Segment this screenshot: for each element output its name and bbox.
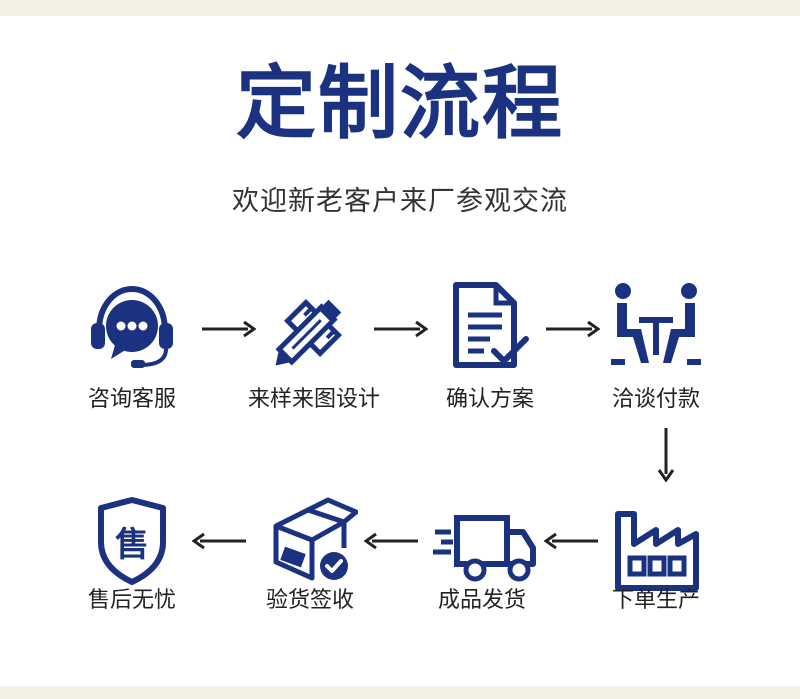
shield-char: 售 [115, 525, 149, 565]
negotiation-table-icon [611, 283, 701, 365]
package-check-icon [273, 497, 358, 581]
arrow-left-icon [544, 532, 598, 550]
step-label-payment: 洽谈付款 [611, 387, 700, 412]
delivery-truck-icon [433, 515, 536, 582]
arrow-right-icon [546, 320, 600, 338]
step-label-after-sales: 售后无忧 [87, 588, 176, 613]
arrow-down-icon [657, 428, 675, 482]
arrow-right-icon [374, 320, 428, 338]
arrow-right-icon [202, 320, 256, 338]
page-title: 定制流程 [236, 57, 564, 150]
step-label-consult: 咨询客服 [87, 387, 176, 412]
after-sales-shield-icon: 售 [98, 497, 166, 585]
step-label-inspection: 验货签收 [265, 588, 354, 613]
page-subtitle: 欢迎新老客户来厂参观交流 [232, 186, 568, 217]
step-label-shipping: 成品发货 [437, 588, 526, 613]
factory-icon [615, 511, 699, 591]
step-label-confirm: 确认方案 [445, 387, 534, 412]
pencil-ruler-design-icon [275, 299, 342, 366]
document-check-icon [453, 282, 529, 368]
arrow-left-icon [192, 532, 246, 550]
arrow-left-icon [364, 532, 418, 550]
step-label-design: 来样来图设计 [247, 387, 380, 412]
step-label-production: 下单生产 [611, 588, 700, 613]
customer-service-headset-icon [91, 285, 173, 368]
